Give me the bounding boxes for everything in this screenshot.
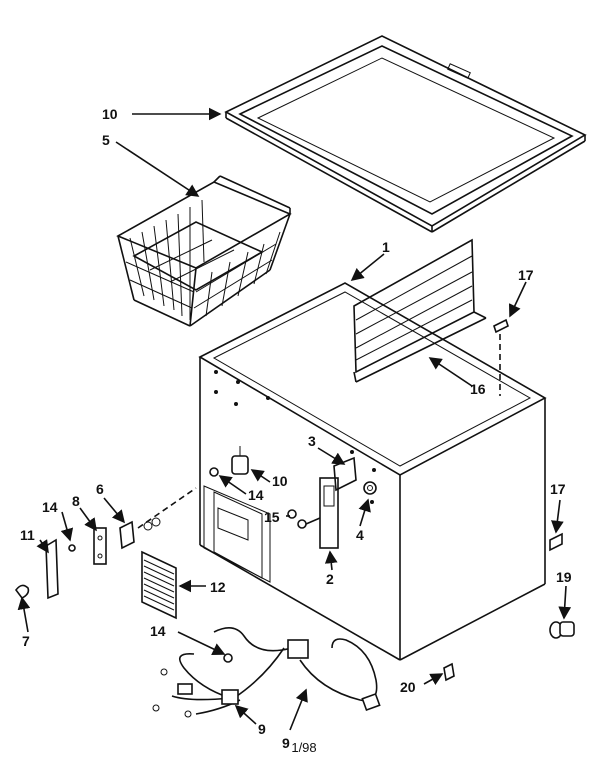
callout-12: 11: [20, 527, 35, 543]
callout-15: 15: [264, 509, 280, 525]
callout-2: 2: [326, 571, 334, 587]
vent-grille: [141, 550, 177, 620]
wiring-harness: [152, 627, 381, 718]
callout-10-lower: 9: [258, 721, 266, 737]
cabinet-body: [198, 282, 547, 661]
callout-4: 4: [356, 527, 364, 543]
callout-8: 8: [72, 493, 80, 509]
callout-5: 5: [102, 132, 110, 148]
callout-19: 19: [556, 569, 572, 585]
clip-17-top: [493, 318, 509, 334]
hinge-assembly: [287, 456, 377, 549]
callout-10-upper: 10: [272, 473, 288, 489]
callout-16: 16: [470, 381, 486, 397]
callout-14-upper: 14: [248, 487, 264, 503]
divider-panel: [353, 238, 487, 383]
callout-13: 12: [210, 579, 226, 595]
leveling-leg: [549, 621, 575, 639]
callout-labels: 10 5 1 17 16 3 10 14 15 4 2 6 8 14 11 7 …: [20, 106, 572, 751]
storage-basket: [116, 175, 292, 327]
control-parts: [14, 487, 197, 600]
callout-20: 20: [400, 679, 416, 695]
lid-frame: [224, 35, 587, 233]
part-20: [443, 662, 455, 682]
callout-14-lower: 14: [150, 623, 166, 639]
callout-1: 1: [382, 239, 390, 255]
callout-7: 7: [22, 633, 30, 649]
callout-11: 10: [102, 106, 118, 122]
callout-17-top: 17: [518, 267, 534, 283]
callout-leaders: [17, 107, 572, 731]
callout-9: 9: [282, 735, 290, 751]
callout-6: 6: [96, 481, 104, 497]
clip-17-side: [549, 532, 563, 552]
callout-3: 3: [308, 433, 316, 449]
callout-14-left: 14: [42, 499, 58, 515]
callout-17-side: 17: [550, 481, 566, 497]
revision-date: 1/98: [291, 740, 317, 755]
thermostat: [209, 446, 249, 477]
